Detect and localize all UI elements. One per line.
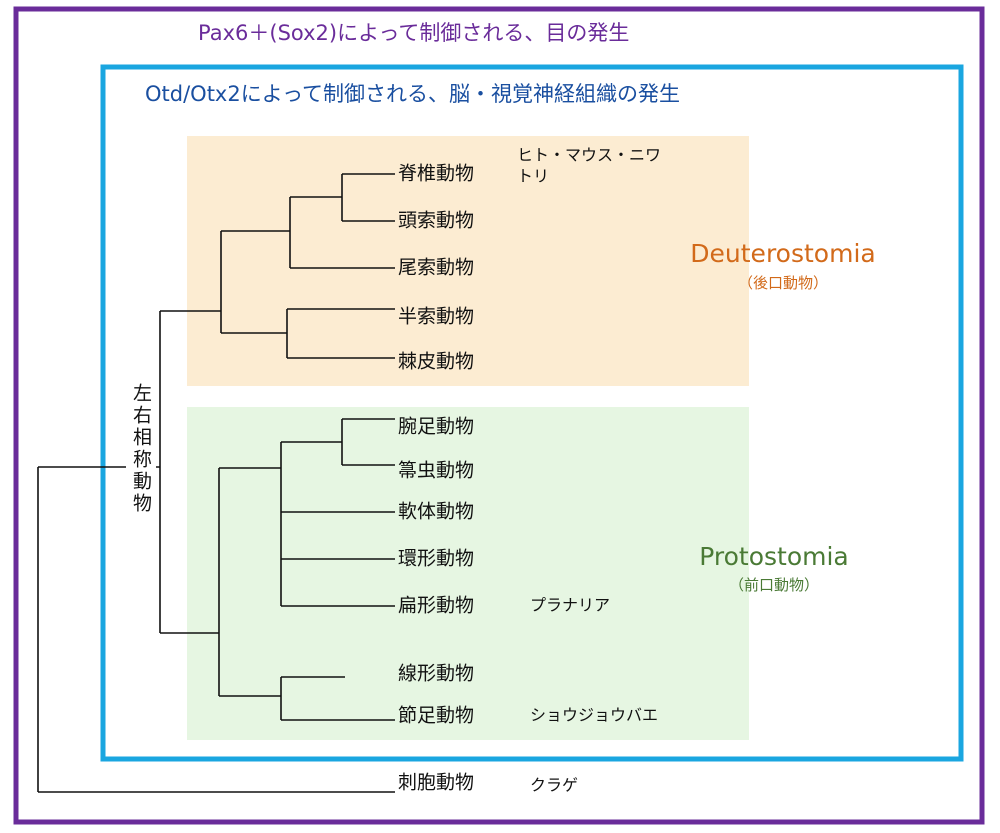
inner-box-title: Otd/Otx2によって制御される、脳・視覚神経組織の発生 (145, 82, 680, 106)
example-vertebrata-line1: ヒト・マウス・ニワ (517, 146, 661, 165)
protostomia-region (187, 407, 749, 740)
deuterostomia-sublabel: （後口動物） (738, 274, 828, 292)
example-vertebrata-line2: トリ (517, 167, 549, 186)
example-platyhelminthes: プラナリア (530, 596, 610, 615)
taxon-platyhelminthes: 扁形動物 (398, 595, 474, 617)
example-arthropoda: ショウジョウバエ (530, 706, 658, 725)
phylogenetic-tree (37, 173, 395, 793)
inner-box (100, 64, 964, 762)
protostomia-label: Protostomia (699, 542, 849, 571)
taxon-brachiopoda: 腕足動物 (398, 416, 474, 438)
taxon-phoronida: 箒虫動物 (398, 460, 474, 482)
taxon-urochordata: 尾索動物 (398, 257, 474, 279)
outer-box (13, 6, 985, 825)
taxon-nematoda: 線形動物 (398, 663, 474, 685)
taxon-mollusca: 軟体動物 (398, 501, 474, 523)
taxon-annelida: 環形動物 (398, 548, 474, 570)
bilateria-label: 左右相称動物 (130, 383, 152, 515)
taxon-hemichordata: 半索動物 (398, 306, 474, 328)
deuterostomia-label: Deuterostomia (690, 239, 875, 268)
taxon-echinodermata: 棘皮動物 (398, 351, 474, 373)
example-cnidaria: クラゲ (530, 776, 578, 795)
protostomia-sublabel: （前口動物） (729, 576, 819, 594)
outer-box-title: Pax6＋(Sox2)によって制御される、目の発生 (198, 21, 629, 45)
taxon-cephalochordata: 頭索動物 (398, 210, 474, 232)
taxon-arthropoda: 節足動物 (398, 705, 474, 727)
taxon-vertebrata: 脊椎動物 (398, 163, 474, 185)
taxon-cnidaria: 刺胞動物 (398, 772, 474, 794)
bilateria-label-bg (126, 380, 156, 516)
deuterostomia-region (187, 136, 749, 386)
